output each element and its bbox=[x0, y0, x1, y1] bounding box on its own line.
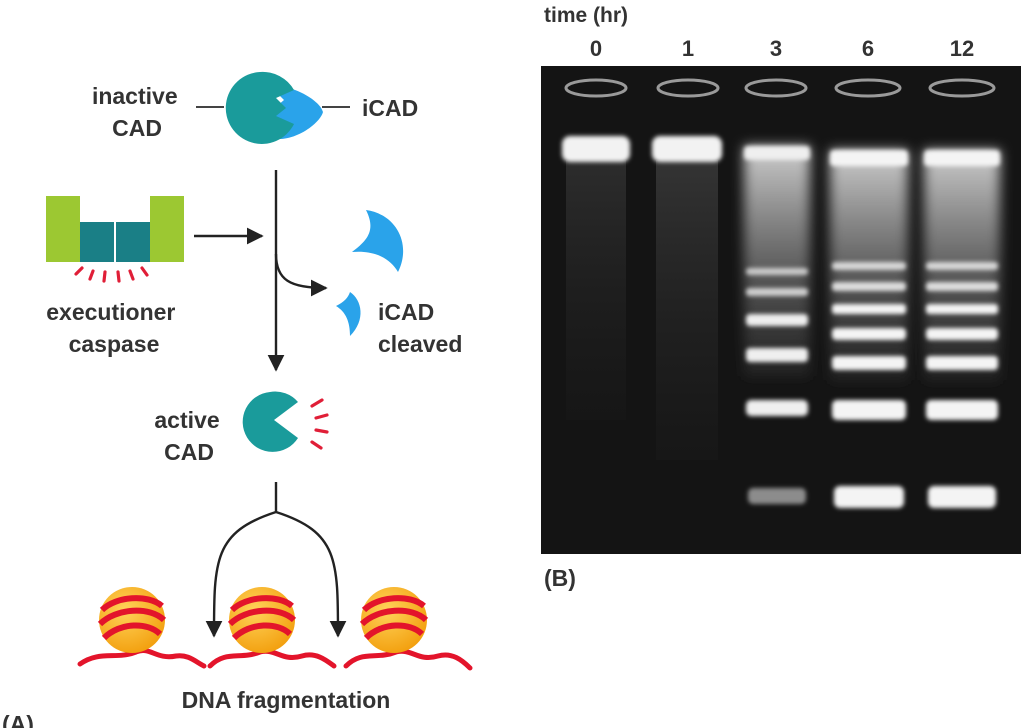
executioner-caspase-shape bbox=[46, 196, 184, 283]
panel-b-gel: time (hr) 0 1 3 6 12 bbox=[541, 4, 1021, 591]
dna-fragmentation-label: DNA fragmentation bbox=[182, 687, 391, 713]
nucleosome-3 bbox=[343, 587, 473, 671]
icad-cleaved-fragments bbox=[336, 210, 404, 336]
lane-label-4: 12 bbox=[950, 36, 974, 61]
lane-label-1: 1 bbox=[682, 36, 694, 61]
fragmentation-fork-arrows bbox=[205, 482, 347, 638]
inactive-cad-line-2: CAD bbox=[112, 115, 162, 141]
gel-lane-3 bbox=[744, 146, 810, 504]
lane-labels: 0 1 3 6 12 bbox=[590, 36, 974, 61]
executioner-caspase-line-1: executioner bbox=[46, 299, 175, 325]
active-cad-marks bbox=[310, 398, 329, 450]
inactive-cad-label: inactive CAD bbox=[92, 83, 184, 141]
icad-cleaved-line-2: cleaved bbox=[378, 331, 462, 357]
caspase-activity-marks bbox=[74, 266, 149, 283]
time-axis-label: time (hr) bbox=[544, 4, 628, 27]
executioner-caspase-line-2: caspase bbox=[69, 331, 160, 357]
inactive-cad-pacman bbox=[225, 71, 294, 144]
nucleosome-2 bbox=[207, 587, 337, 669]
panel-a-label: (A) bbox=[2, 711, 34, 728]
gel-lane-1 bbox=[652, 136, 722, 460]
gel-lane-12 bbox=[924, 150, 1000, 508]
nucleosome-1 bbox=[77, 587, 207, 669]
icad-inhibitor-shape bbox=[270, 85, 323, 140]
icad-label: iCAD bbox=[362, 95, 418, 121]
executioner-caspase-label: executioner caspase bbox=[46, 299, 182, 357]
lane-label-3: 6 bbox=[862, 36, 874, 61]
panel-b-label: (B) bbox=[544, 565, 576, 591]
gel-wells bbox=[564, 78, 996, 98]
chromatin-fragments bbox=[77, 587, 473, 671]
icad-cleaved-line-1: iCAD bbox=[378, 299, 434, 325]
cleavage-branch-arrow bbox=[274, 253, 328, 297]
active-cad-shape bbox=[242, 391, 329, 452]
active-cad-label: active CAD bbox=[154, 407, 226, 465]
icad-cleaved-label: iCAD cleaved bbox=[378, 299, 462, 357]
active-cad-line-2: CAD bbox=[164, 439, 214, 465]
gel-lane-0 bbox=[562, 136, 630, 420]
gel-lane-6 bbox=[830, 150, 908, 508]
active-cad-line-1: active bbox=[154, 407, 219, 433]
inactive-cad-complex bbox=[196, 71, 350, 144]
panel-a-diagram: inactive CAD iCAD executioner bbox=[2, 71, 473, 728]
lane-label-2: 3 bbox=[770, 36, 782, 61]
lane-label-0: 0 bbox=[590, 36, 602, 61]
inactive-cad-line-1: inactive bbox=[92, 83, 178, 109]
